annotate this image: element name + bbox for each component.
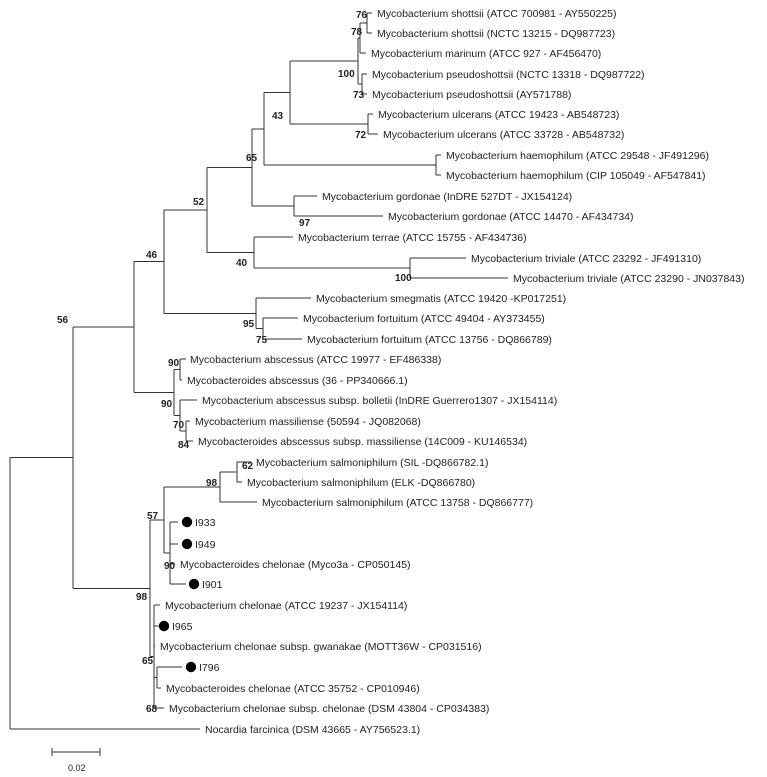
taxon-label: Mycobacterium ulcerans (ATCC 33728 - AB5…	[383, 129, 624, 141]
sample-label: I901	[202, 579, 223, 591]
bootstrap-value: 84	[178, 440, 190, 451]
taxon-label: Mycobacterium chelonae subsp. chelonae (…	[169, 703, 489, 715]
taxon-label: Nocardia farcinica (DSM 43665 - AY756523…	[205, 724, 420, 736]
taxon-label: Mycobacterium pseudoshottsii (NCTC 13318…	[372, 69, 645, 81]
bootstrap-value: 90	[161, 399, 173, 410]
bootstrap-value: 65	[246, 153, 258, 164]
bootstrap-value: 100	[395, 273, 412, 284]
bootstrap-value: 90	[168, 358, 180, 369]
taxon-label: Mycobacterium haemophilum (ATCC 29548 - …	[446, 150, 709, 162]
bootstrap-value: 40	[236, 258, 248, 269]
bootstrap-value: 62	[242, 461, 254, 472]
bootstrap-value: 73	[353, 90, 365, 101]
sample-marker-icon	[188, 578, 200, 590]
bootstrap-value: 97	[299, 218, 311, 229]
sample-markers	[158, 516, 200, 673]
bootstrap-value: 43	[272, 111, 284, 122]
taxon-label: Mycobacteroides chelonae (ATCC 35752 - C…	[166, 683, 420, 695]
taxon-label: Mycobacterium fortuitum (ATCC 13756 - DQ…	[307, 334, 552, 346]
sample-label: I965	[172, 621, 193, 633]
taxon-label: Mycobacteroides abscessus (36 - PP340666…	[187, 375, 408, 387]
taxon-label: Mycobacterium pseudoshottsii (AY571788)	[372, 89, 571, 101]
bootstrap-value: 70	[173, 420, 185, 431]
taxon-label: Mycobacterium salmoniphilum (ELK -DQ8667…	[247, 477, 475, 489]
scale-bar: 0.02	[51, 748, 101, 773]
taxon-label: Mycobacterium chelonae (ATCC 19237 - JX1…	[165, 600, 407, 612]
sample-marker-icon	[158, 620, 170, 632]
taxon-label: Mycobacterium gordonae (InDRE 527DT - JX…	[322, 191, 572, 203]
bootstrap-value: 52	[193, 197, 205, 208]
taxon-label: Mycobacteroides abscessus subsp. massili…	[198, 436, 527, 448]
bootstrap-value: 75	[256, 335, 268, 346]
sample-label: I796	[199, 662, 220, 674]
sample-marker-icon	[185, 661, 197, 673]
taxon-label: Mycobacterium fortuitum (ATCC 49404 - AY…	[303, 313, 545, 325]
taxon-label: Mycobacterium triviale (ATCC 23292 - JF4…	[471, 253, 701, 265]
bootstrap-value: 78	[351, 27, 363, 38]
bootstrap-value: 98	[136, 592, 148, 603]
taxon-label: Mycobacterium terrae (ATCC 15755 - AF434…	[298, 232, 527, 244]
scale-bar-label: 0.02	[68, 763, 86, 773]
sample-marker-icon	[181, 516, 193, 528]
bootstrap-value: 98	[206, 478, 218, 489]
bootstrap-value: 46	[146, 250, 158, 261]
taxon-label: Mycobacterium chelonae subsp. gwanakae (…	[160, 641, 482, 653]
taxon-label: Mycobacterium abscessus (ATCC 19977 - EF…	[190, 354, 441, 366]
bootstrap-value: 72	[355, 130, 367, 141]
taxon-label: Mycobacterium abscessus subsp. bolletii …	[202, 395, 557, 407]
taxon-label: Mycobacterium shottsii (NCTC 13215 - DQ9…	[377, 28, 615, 40]
taxon-label: Mycobacterium gordonae (ATCC 14470 - AF4…	[388, 211, 634, 223]
taxon-labels: Mycobacterium shottsii (ATCC 700981 - AY…	[160, 8, 744, 736]
taxon-label: Mycobacterium massiliense (50594 - JQ082…	[195, 416, 421, 428]
taxon-label: Mycobacterium shottsii (ATCC 700981 - AY…	[377, 8, 616, 20]
bootstrap-value: 95	[243, 319, 255, 330]
bootstrap-value: 90	[164, 561, 176, 572]
bootstrap-value: 57	[147, 511, 159, 522]
bootstrap-value: 100	[338, 69, 355, 80]
tree-branches	[9, 12, 508, 730]
taxon-label: Mycobacteroides chelonae (Myco3a - CP050…	[180, 559, 411, 571]
bootstrap-value: 65	[142, 656, 154, 667]
bootstrap-value: 56	[57, 315, 69, 326]
taxon-label: Mycobacterium salmoniphilum (ATCC 13758 …	[262, 497, 533, 509]
sample-label: I933	[195, 517, 216, 529]
taxon-label: Mycobacterium triviale (ATCC 23290 - JN0…	[513, 273, 744, 285]
sample-label: I949	[195, 539, 216, 551]
taxon-label: Mycobacterium smegmatis (ATCC 19420 -KP0…	[316, 293, 566, 305]
bootstrap-value: 68	[146, 704, 158, 715]
taxon-label: Mycobacterium haemophilum (CIP 105049 - …	[446, 170, 706, 182]
taxon-label: Mycobacterium marinum (ATCC 927 - AF4564…	[371, 48, 601, 60]
sample-marker-icon	[181, 538, 193, 550]
taxon-label: Mycobacterium salmoniphilum (SIL -DQ8667…	[256, 457, 488, 469]
taxon-label: Mycobacterium ulcerans (ATCC 19423 - AB5…	[378, 109, 619, 121]
bootstrap-value: 76	[356, 10, 368, 21]
